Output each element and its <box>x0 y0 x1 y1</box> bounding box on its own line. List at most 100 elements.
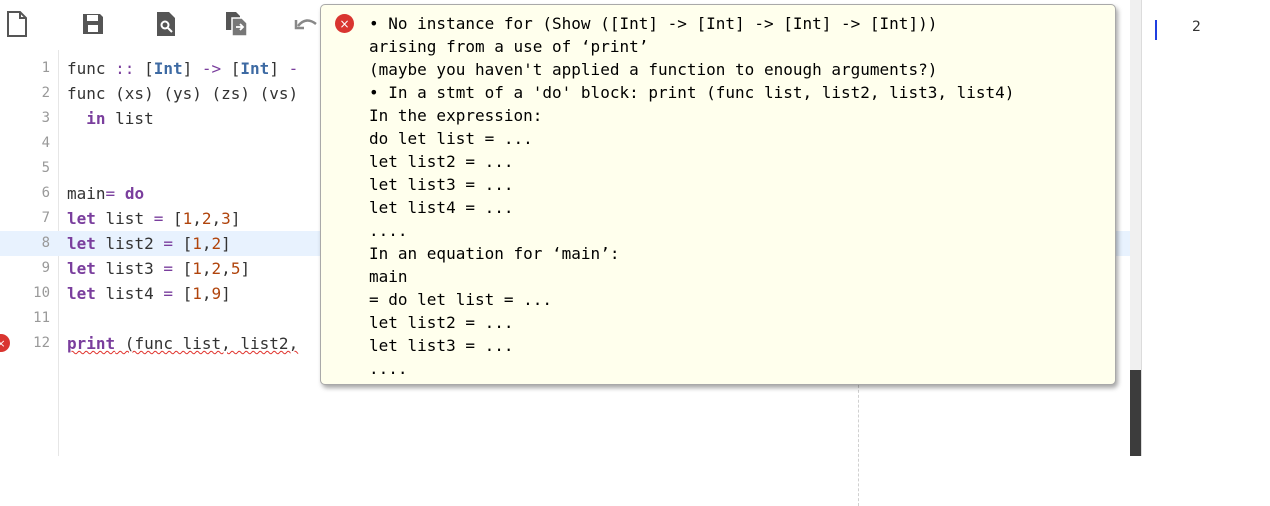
code-line[interactable]: 2 func (xs) (ys) (zs) (vs) <box>0 81 1130 106</box>
code-token: do <box>124 184 145 203</box>
line-number: 8 <box>41 235 50 251</box>
code-token: , <box>201 259 212 278</box>
line-number: 6 <box>41 185 50 201</box>
copy-icon[interactable] <box>222 9 252 39</box>
code-token: let <box>67 209 96 228</box>
code-token <box>115 184 125 203</box>
code-line[interactable]: 6 main= do <box>0 181 1130 206</box>
error-message-line: = do let list = ... <box>369 290 553 309</box>
error-message-line: let list2 = ... <box>369 152 514 171</box>
code-token: 2 <box>211 234 222 253</box>
code-token: list <box>95 209 154 228</box>
code-token <box>67 109 86 128</box>
code-token: func (xs) (ys) (zs) (vs) <box>67 84 299 103</box>
scrollbar-thumb[interactable] <box>1130 370 1141 456</box>
code-token: = <box>163 284 173 303</box>
error-message-line: (maybe you haven't applied a function to… <box>369 60 938 79</box>
code-token: let <box>67 284 96 303</box>
error-message-line: • No instance for (Show ([Int] -> [Int] … <box>369 14 938 33</box>
line-number: 5 <box>41 160 50 176</box>
line-code: func :: [Int] -> [Int] - <box>67 56 298 81</box>
code-token: -> <box>201 59 222 78</box>
code-token: list2 <box>95 234 164 253</box>
error-message-line: .... <box>369 359 408 378</box>
line-number: 2 <box>41 85 50 101</box>
error-message: • No instance for (Show ([Int] -> [Int] … <box>369 12 1014 380</box>
code-token: Int <box>153 59 183 78</box>
error-message-line: let list4 = ... <box>369 198 514 217</box>
print-margin-line <box>858 385 859 506</box>
line-code: print (func list, list2, <box>67 331 298 356</box>
line-number: 1 <box>41 60 50 76</box>
code-line[interactable]: 5 <box>0 156 1130 181</box>
line-code: let list2 = [1,2] <box>67 231 231 256</box>
code-token: let <box>67 234 96 253</box>
vertical-scrollbar[interactable] <box>1130 0 1141 456</box>
line-code: in list <box>67 106 154 131</box>
code-line[interactable]: 7 let list = [1,2,3] <box>0 206 1130 231</box>
line-code: let list4 = [1,9] <box>67 281 231 306</box>
line-code: let list = [1,2,3] <box>67 206 240 231</box>
code-token: ] <box>221 284 231 303</box>
code-line[interactable]: 4 <box>0 131 1130 156</box>
code-line[interactable]: 12 × print (func list, list2, <box>0 331 1130 356</box>
undo-icon[interactable] <box>292 9 322 39</box>
code-token: func <box>67 59 116 78</box>
code-token: ] <box>182 59 202 78</box>
code-token: 2 <box>211 259 222 278</box>
line-code: main= do <box>67 181 144 206</box>
code-line[interactable]: 10 let list4 = [1,9] <box>0 281 1130 306</box>
code-line[interactable]: 3 in list <box>0 106 1130 131</box>
code-token: list <box>105 109 154 128</box>
error-icon: × <box>335 14 354 33</box>
code-token: [ <box>163 209 183 228</box>
code-token: [ <box>134 59 154 78</box>
code-token: 5 <box>230 259 241 278</box>
code-token: [ <box>221 59 241 78</box>
line-number: 3 <box>41 110 50 126</box>
code-token: in <box>86 109 106 128</box>
error-message-line: arising from a use of ‘print’ <box>369 37 649 56</box>
code-token: 3 <box>221 209 231 228</box>
code-token: main <box>67 184 106 203</box>
error-message-line: • In a stmt of a 'do' block: print (func… <box>369 83 1015 102</box>
output-panel: 2 <box>1141 0 1270 456</box>
line-number: 9 <box>41 260 50 276</box>
code-token: [ <box>172 234 193 253</box>
code-token: [ <box>172 259 193 278</box>
code-token: 1 <box>192 259 202 278</box>
error-message-line: let list3 = ... <box>369 175 514 194</box>
error-message-line: do let list = ... <box>369 129 533 148</box>
code-token: Int <box>240 59 270 78</box>
code-line[interactable]: 1 func :: [Int] -> [Int] - <box>0 56 1130 81</box>
line-number: 12 <box>33 335 50 351</box>
code-token: list4 <box>95 284 164 303</box>
error-message-line: main <box>369 267 408 286</box>
code-token: 1 <box>182 209 193 228</box>
line-code: func (xs) (ys) (zs) (vs) <box>67 81 298 106</box>
new-file-icon[interactable] <box>2 9 32 39</box>
code-token: = <box>163 259 173 278</box>
line-number: 10 <box>33 285 50 301</box>
line-number: 7 <box>41 210 50 226</box>
save-icon[interactable] <box>78 9 108 39</box>
code-token: = <box>105 184 116 203</box>
code-token: list3 <box>95 259 164 278</box>
error-message-line: In an equation for ‘main’: <box>369 244 620 263</box>
preview-icon[interactable] <box>151 9 181 39</box>
code-token: ] <box>221 234 231 253</box>
error-message-line: In the expression: <box>369 106 543 125</box>
line-number: 4 <box>41 135 50 151</box>
code-line[interactable]: 11 <box>0 306 1130 331</box>
error-message-line: let list2 = ... <box>369 313 514 332</box>
code-token: , <box>211 209 222 228</box>
code-token: 1 <box>192 284 202 303</box>
code-token: :: <box>115 59 135 78</box>
code-token: (func list, list2, <box>115 334 299 353</box>
error-gutter-icon[interactable]: × <box>0 334 10 352</box>
line-number: 11 <box>33 310 50 326</box>
code-token: [ <box>172 284 193 303</box>
code-token: let <box>67 259 96 278</box>
code-token: = <box>163 234 173 253</box>
